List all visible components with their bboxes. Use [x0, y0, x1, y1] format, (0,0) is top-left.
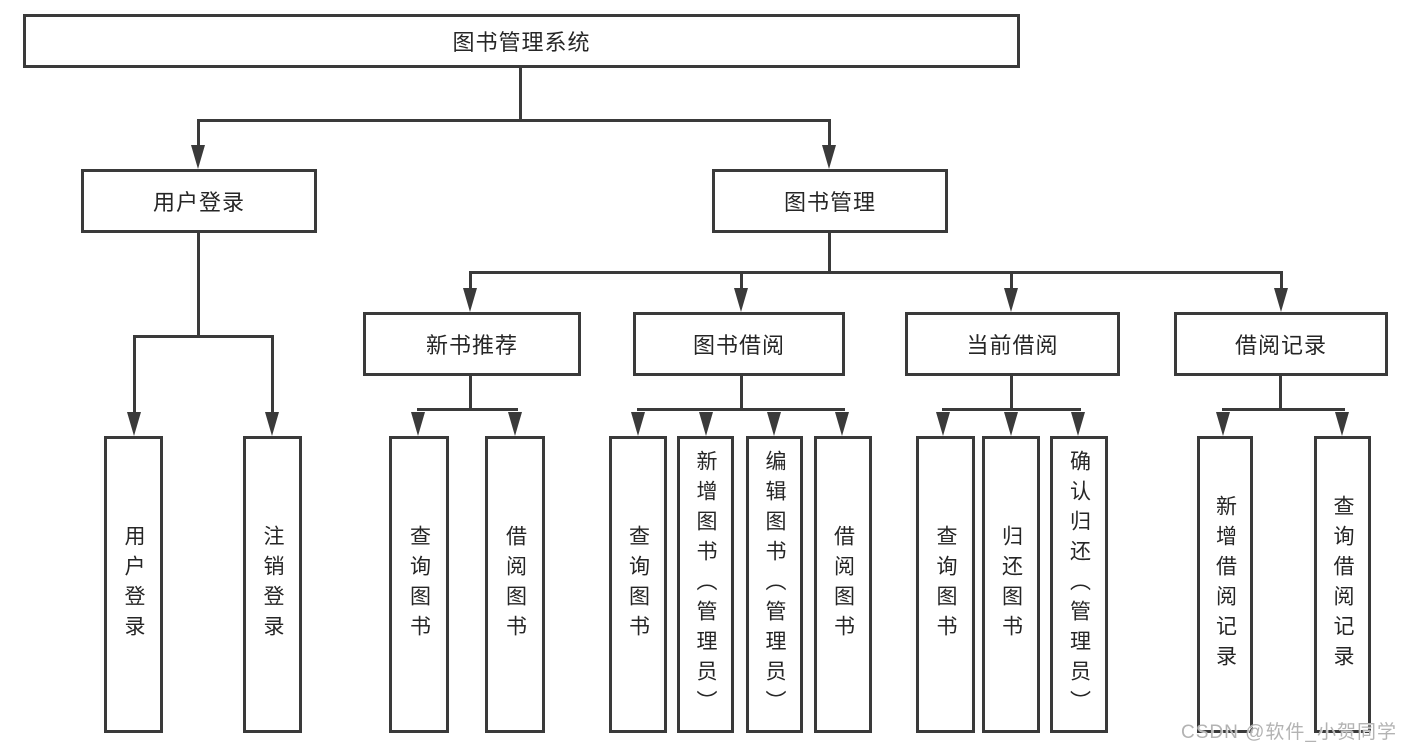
arrow-down-icon — [463, 288, 477, 312]
connector-line — [1010, 376, 1013, 411]
arrow-down-icon — [734, 288, 748, 312]
arrow-down-icon — [1004, 412, 1018, 436]
leaf-borrow-query-books: 查询图书 — [609, 436, 667, 733]
leaf-borrow-add-books-admin: 新增图书（管理员） — [677, 436, 734, 733]
connector-line — [1222, 408, 1345, 411]
connector-line — [828, 119, 831, 147]
arrow-down-icon — [936, 412, 950, 436]
arrow-down-icon — [631, 412, 645, 436]
leaf-newbook-borrow-books: 借阅图书 — [485, 436, 545, 733]
connector-line — [271, 335, 274, 413]
connector-line — [942, 408, 1081, 411]
connector-line — [469, 376, 472, 411]
connector-line — [133, 335, 136, 413]
leaf-current-query-books: 查询图书 — [916, 436, 975, 733]
arrow-down-icon — [191, 145, 205, 169]
node-book-management: 图书管理 — [712, 169, 948, 233]
leaf-current-return-books: 归还图书 — [982, 436, 1040, 733]
node-borrow-records: 借阅记录 — [1174, 312, 1388, 376]
node-root-library-system: 图书管理系统 — [23, 14, 1020, 68]
arrow-down-icon — [822, 145, 836, 169]
connector-line — [519, 68, 522, 121]
connector-line — [417, 408, 518, 411]
arrow-down-icon — [127, 412, 141, 436]
arrow-down-icon — [835, 412, 849, 436]
connector-line — [637, 408, 845, 411]
arrow-down-icon — [1335, 412, 1349, 436]
leaf-logout-login: 注销登录 — [243, 436, 302, 733]
connector-line — [469, 271, 1283, 274]
connector-line — [740, 271, 743, 290]
leaf-current-confirm-return-admin: 确认归还（管理员） — [1050, 436, 1108, 733]
connector-line — [197, 119, 831, 122]
connector-line — [1010, 271, 1013, 290]
arrow-down-icon — [699, 412, 713, 436]
connector-line — [1280, 271, 1283, 290]
connector-line — [828, 233, 831, 273]
connector-line — [133, 335, 274, 338]
leaf-newbook-query-books: 查询图书 — [389, 436, 449, 733]
node-book-borrow: 图书借阅 — [633, 312, 845, 376]
leaf-records-add-record: 新增借阅记录 — [1197, 436, 1253, 733]
watermark-text: CSDN @软件_小贺同学 — [1181, 722, 1397, 743]
leaf-borrow-edit-books-admin: 编辑图书（管理员） — [746, 436, 803, 733]
arrow-down-icon — [265, 412, 279, 436]
node-current-borrow: 当前借阅 — [905, 312, 1120, 376]
connector-line — [1279, 376, 1282, 411]
connector-line — [740, 376, 743, 411]
leaf-borrow-borrow-books: 借阅图书 — [814, 436, 872, 733]
arrow-down-icon — [1071, 412, 1085, 436]
arrow-down-icon — [1004, 288, 1018, 312]
leaf-user-login: 用户登录 — [104, 436, 163, 733]
arrow-down-icon — [411, 412, 425, 436]
arrow-down-icon — [508, 412, 522, 436]
leaf-records-query-record: 查询借阅记录 — [1314, 436, 1371, 733]
arrow-down-icon — [767, 412, 781, 436]
node-new-book-recommend: 新书推荐 — [363, 312, 581, 376]
connector-line — [197, 233, 200, 337]
node-user-login: 用户登录 — [81, 169, 317, 233]
arrow-down-icon — [1274, 288, 1288, 312]
connector-line — [197, 119, 200, 147]
arrow-down-icon — [1216, 412, 1230, 436]
connector-line — [469, 271, 472, 290]
